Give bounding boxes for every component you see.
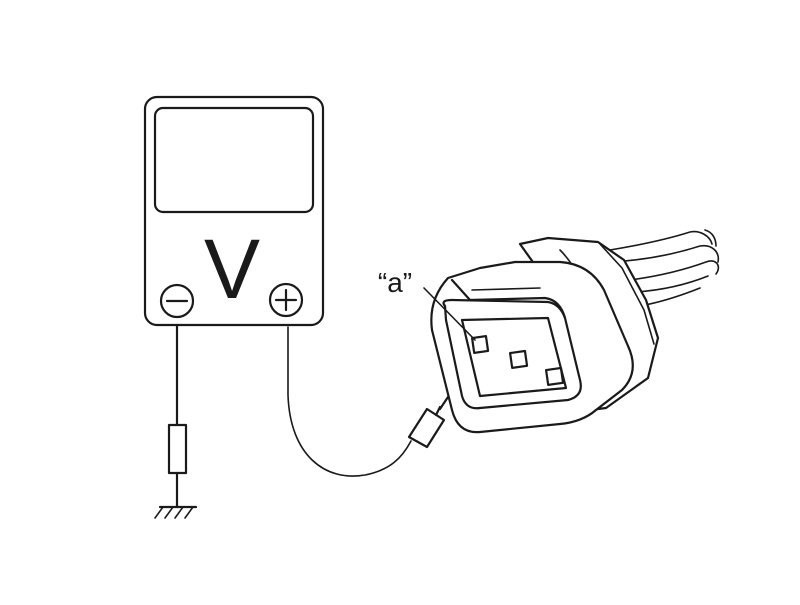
voltmeter: V — [143, 95, 325, 327]
terminal-c — [544, 366, 565, 386]
probe-handle — [407, 407, 446, 449]
positive-terminal-circle — [268, 282, 304, 318]
voltmeter-unit-label: V — [204, 222, 260, 316]
ground-lead — [154, 323, 198, 519]
terminal-b — [508, 349, 529, 369]
voltmeter-display — [153, 106, 315, 214]
negative-terminal-circle — [159, 283, 195, 319]
callout-leader-line — [423, 287, 476, 341]
terminal-callout-label: “a” — [378, 267, 412, 298]
terminal-b-pin — [508, 349, 529, 369]
resistor — [167, 423, 188, 475]
connector-terminal-face — [460, 316, 568, 398]
connector-outer-shell — [430, 260, 634, 434]
positive-terminal — [268, 282, 304, 318]
terminal-a — [470, 334, 490, 354]
terminal-c-pin — [544, 366, 565, 386]
terminal-a-pin — [470, 334, 490, 354]
connector-inner-rim — [442, 298, 582, 410]
test-lead-wire — [287, 326, 412, 477]
negative-terminal — [159, 283, 195, 319]
wire-harness — [609, 229, 720, 307]
harness-connector — [430, 236, 660, 434]
terminal-callout: “a” — [378, 267, 476, 341]
voltmeter-body — [143, 95, 325, 327]
ground-symbol-icon — [154, 505, 198, 519]
